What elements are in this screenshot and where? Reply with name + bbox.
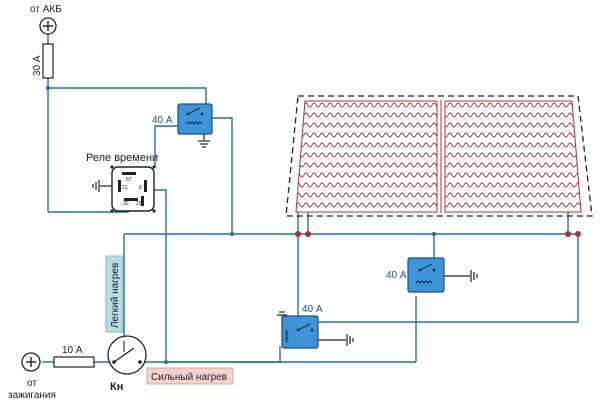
switch-label: Кн [110, 381, 123, 393]
ignition-label-line1: от [27, 378, 37, 389]
pin-30: 30 [123, 201, 129, 207]
fuse-battery [42, 43, 54, 79]
battery-label: от АКБ [30, 4, 62, 15]
junction-dots [46, 86, 436, 364]
relay-top [177, 103, 213, 135]
relay-mid-right-label: 40 А [386, 270, 407, 281]
relay-mid-right [407, 257, 445, 293]
ignition-label-line2: зажигания [8, 390, 56, 401]
fuse-ignition-label: 10 А [62, 345, 83, 356]
light-heat-label: Легкий нагрев [110, 263, 121, 328]
pin-e: E [139, 185, 143, 191]
strong-heat-label: Сильный нагрев [151, 372, 227, 383]
timer-relay-label: Реле времени [86, 152, 158, 164]
relay-top-label: 40 А [152, 115, 173, 126]
timer-relay [110, 165, 156, 213]
fuse-ignition [53, 356, 95, 368]
pin-21: 21 [122, 185, 128, 191]
battery-terminal [39, 17, 57, 35]
strong-heat-badge [146, 367, 234, 385]
relay-bottom [281, 315, 319, 349]
ignition-terminal [21, 352, 41, 372]
fuse-battery-label: 30 А [32, 55, 43, 76]
switch-button [107, 335, 147, 375]
pin-87: 87 [126, 177, 132, 183]
relay-bottom-label: 40 А [302, 304, 323, 315]
pin-15: 15 [136, 201, 142, 207]
light-heat-badge [105, 255, 124, 333]
connection-nodes [295, 231, 581, 237]
heated-glass [285, 95, 593, 217]
